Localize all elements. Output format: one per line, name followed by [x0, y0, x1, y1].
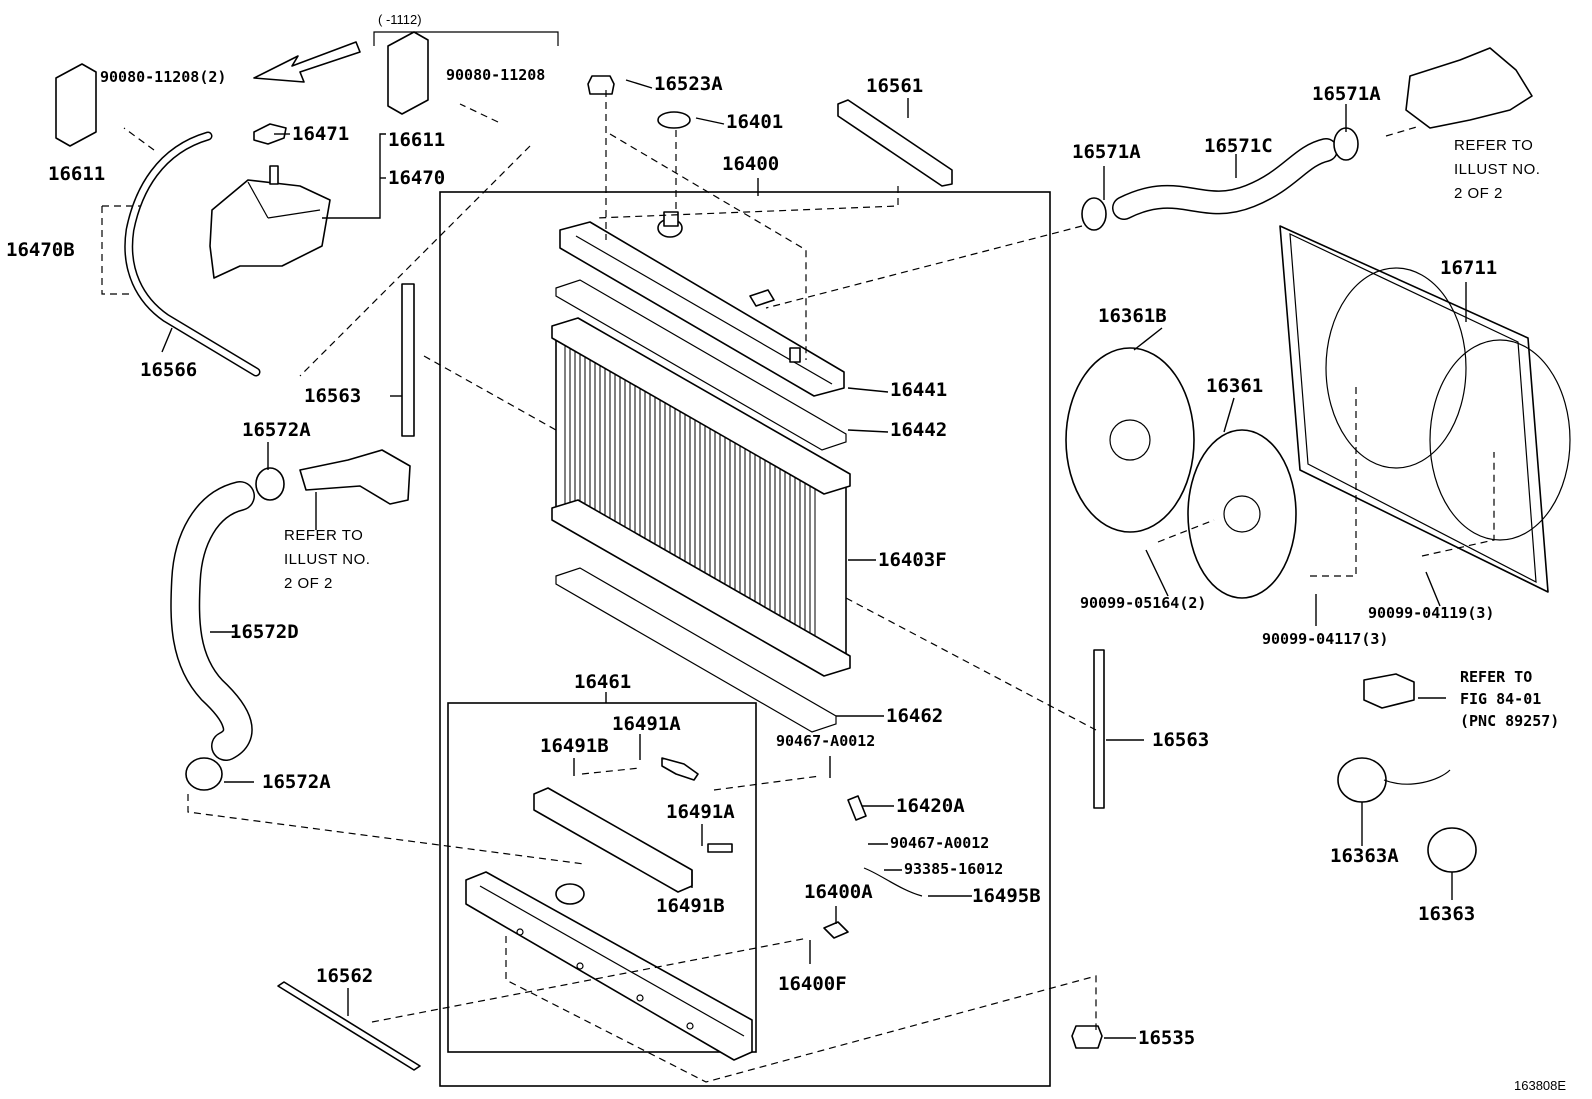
upper-gasket: [555, 279, 847, 451]
label-90099-04119: 90099-04119(3): [1368, 604, 1494, 622]
refer-top-line1: REFER TO: [1454, 137, 1533, 154]
label-16572D: 16572D: [230, 621, 299, 643]
mount-cushion-top: [587, 75, 615, 95]
lower-tank-sub-box: [447, 702, 757, 1053]
label-16470B: 16470B: [6, 239, 75, 261]
cooler-fitting-a: [661, 757, 699, 781]
lower-gasket: [555, 567, 837, 733]
refer-top-line3: 2 OF 2: [1454, 185, 1503, 202]
oil-cooler-pipe: [863, 867, 923, 897]
label-16561: 16561: [866, 75, 923, 97]
label-16361: 16361: [1206, 375, 1263, 397]
label-16401: 16401: [726, 111, 783, 133]
label-16363A: 16363A: [1330, 845, 1399, 867]
label-16491Ab: 16491A: [666, 801, 735, 823]
reservoir-cap: [253, 123, 287, 145]
label-16471: 16471: [292, 123, 349, 145]
label-90099-05164: 90099-05164(2): [1080, 594, 1206, 612]
label-16563b: 16563: [1152, 729, 1209, 751]
upper-tank: [559, 211, 845, 397]
fan-16361: [1187, 429, 1297, 599]
bracket-left: [55, 63, 97, 147]
label-90080a: 90080-11208(2): [100, 68, 226, 86]
label-16403F: 16403F: [878, 549, 947, 571]
label-16400F: 16400F: [778, 973, 847, 995]
label-16562: 16562: [316, 965, 373, 987]
label-16363: 16363: [1418, 903, 1475, 925]
label-90467b: 90467-A0012: [890, 834, 989, 852]
label-16566: 16566: [140, 359, 197, 381]
lower-tank: [465, 871, 753, 1061]
date-range-label: ( -1112): [378, 12, 422, 27]
fan-16361B: [1065, 347, 1195, 533]
water-outlet-left: [299, 449, 411, 505]
mount-cushion-bottom: [1071, 1025, 1103, 1049]
figure-id: 163808E: [1514, 1078, 1566, 1093]
hose-clamp-lower: [185, 757, 223, 791]
label-16461: 16461: [574, 671, 631, 693]
label-16571Ab: 16571A: [1312, 83, 1381, 105]
label-93385: 93385-16012: [904, 860, 1003, 878]
leader-lines: [161, 79, 1467, 1039]
fan-shroud: [1279, 225, 1571, 593]
refer-left-line2: ILLUST NO.: [284, 551, 370, 568]
radiator-assembly-box: [439, 191, 1051, 1087]
label-16491Ba: 16491B: [540, 735, 609, 757]
label-16462: 16462: [886, 705, 943, 727]
label-16442: 16442: [890, 419, 947, 441]
label-90467a: 90467-A0012: [776, 732, 875, 750]
hose-clamp-upper: [255, 467, 285, 501]
seal-16561: [837, 99, 953, 187]
label-16535: 16535: [1138, 1027, 1195, 1049]
label-16441: 16441: [890, 379, 947, 401]
label-90080b: 90080-11208: [446, 66, 545, 84]
label-16400A: 16400A: [804, 881, 873, 903]
bracket-right: [387, 31, 429, 115]
refer-fig-line2: FIG 84-01: [1460, 690, 1541, 708]
reference-lines: [101, 90, 1495, 1083]
label-16572Aa: 16572A: [242, 419, 311, 441]
cooler-fitting-b: [707, 843, 733, 853]
fan-motor-16363: [1427, 827, 1477, 873]
label-16711: 16711: [1440, 257, 1497, 279]
upper-hose-clamp-right: [1333, 127, 1359, 161]
seal-16562: [277, 981, 421, 1071]
label-16571Aa: 16571A: [1072, 141, 1141, 163]
date-bracket: [373, 31, 559, 46]
label-16420A: 16420A: [896, 795, 965, 817]
reservoir-tank: [209, 165, 331, 279]
seal-16563-left: [401, 283, 415, 437]
label-16611b: 16611: [388, 129, 445, 151]
radiator-core: [551, 317, 851, 677]
label-16563a: 16563: [304, 385, 361, 407]
drain-plug: [823, 921, 849, 939]
refer-left-line3: 2 OF 2: [284, 575, 333, 592]
label-16572Ab: 16572A: [262, 771, 331, 793]
seal-16563-right: [1093, 649, 1105, 809]
water-outlet-right: [1405, 47, 1533, 129]
label-16611a: 16611: [48, 163, 105, 185]
direction-arrow: [253, 41, 361, 83]
label-16571C: 16571C: [1204, 135, 1273, 157]
label-16523A: 16523A: [654, 73, 723, 95]
refer-top-line2: ILLUST NO.: [1454, 161, 1540, 178]
refer-fig-line3: (PNC 89257): [1460, 712, 1559, 730]
oil-cooler-hose: [847, 795, 867, 821]
label-16470: 16470: [388, 167, 445, 189]
label-16361B: 16361B: [1098, 305, 1167, 327]
label-90099-04117: 90099-04117(3): [1262, 630, 1388, 648]
label-16495B: 16495B: [972, 885, 1041, 907]
refer-left-line1: REFER TO: [284, 527, 363, 544]
relay-connector: [1363, 673, 1415, 709]
label-16491Aa: 16491A: [612, 713, 681, 735]
radiator-cap: [657, 111, 691, 129]
fan-motor-16363A: [1337, 757, 1451, 803]
label-16400: 16400: [722, 153, 779, 175]
refer-fig-line1: REFER TO: [1460, 668, 1532, 686]
upper-hose-clamp-left: [1081, 197, 1107, 231]
label-16491Bb: 16491B: [656, 895, 725, 917]
